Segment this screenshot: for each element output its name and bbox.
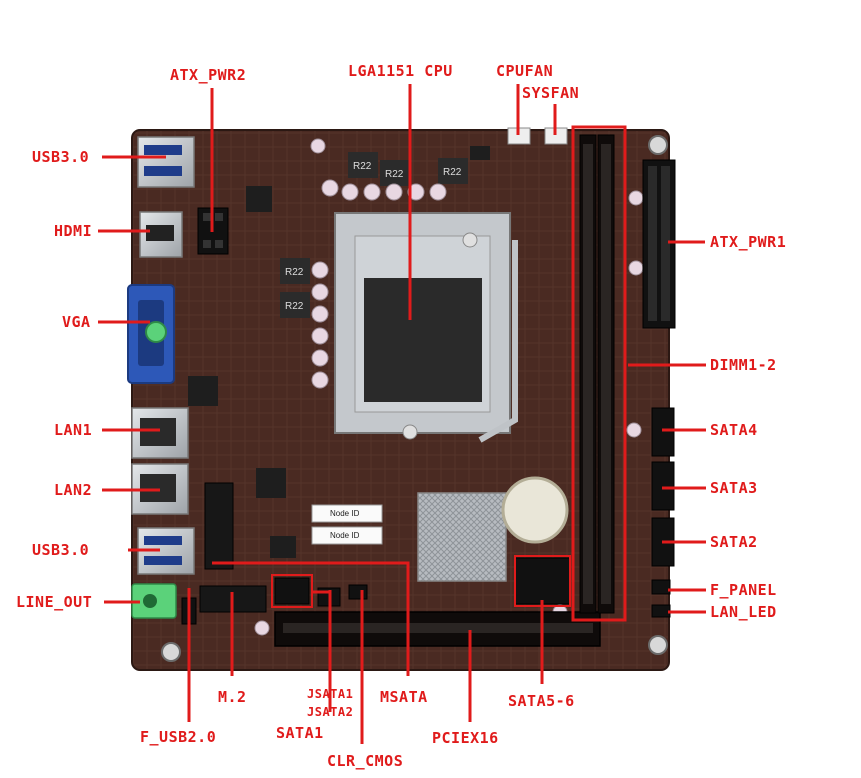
sata4-connector xyxy=(651,407,675,457)
label-sata2: SATA2 xyxy=(710,533,758,551)
label-sata4: SATA4 xyxy=(710,421,758,439)
cmos-battery xyxy=(501,476,569,544)
label-f-usb20: F_USB2.0 xyxy=(140,728,217,746)
choke-label: R22 xyxy=(353,161,372,172)
misc-chips xyxy=(188,146,490,558)
lan-led-header xyxy=(651,604,671,618)
label-dimm1-2: DIMM1-2 xyxy=(710,356,777,374)
msata-slot xyxy=(204,482,234,570)
sata3-connector xyxy=(651,461,675,511)
label-atx-pwr1: ATX_PWR1 xyxy=(710,233,787,251)
lan2-port xyxy=(131,463,189,515)
label-lan-led: LAN_LED xyxy=(710,603,777,621)
label-usb30-bottom: USB3.0 xyxy=(32,541,90,559)
jsata-jumpers xyxy=(274,577,310,605)
label-pciex16: PCIEX16 xyxy=(432,729,499,747)
vga-port xyxy=(127,284,175,384)
vrm-chokes xyxy=(280,152,468,318)
choke-label: R22 xyxy=(285,267,304,278)
clr-cmos-jumper xyxy=(348,584,368,600)
lan1-port xyxy=(131,407,189,459)
chipset-heatsink xyxy=(417,492,507,582)
sata5-6-connector xyxy=(514,557,571,605)
capacitors xyxy=(254,138,644,636)
mount-hole xyxy=(648,635,668,655)
label-atx-pwr2: ATX_PWR2 xyxy=(170,66,247,84)
label-msata: MSATA xyxy=(380,688,428,706)
node-id-stickers xyxy=(311,504,383,545)
label-line-out: LINE_OUT xyxy=(16,593,93,611)
label-f-panel: F_PANEL xyxy=(710,581,777,599)
cpu-socket xyxy=(334,212,518,443)
label-m2: M.2 xyxy=(218,688,247,706)
label-lan2: LAN2 xyxy=(54,481,93,499)
label-sata5-6: SATA5-6 xyxy=(508,692,575,710)
mount-hole xyxy=(161,642,181,662)
node-id-label: Node ID xyxy=(330,509,360,518)
dimm-slots xyxy=(579,134,615,614)
atx-pwr1-connector xyxy=(642,159,676,329)
hdmi-port xyxy=(139,211,183,258)
choke-label: R22 xyxy=(443,167,462,178)
node-id-label: Node ID xyxy=(330,531,360,540)
label-hdmi: HDMI xyxy=(54,222,93,240)
label-sysfan: SYSFAN xyxy=(522,84,580,102)
label-jsata1: JSATA1 xyxy=(307,687,354,701)
label-lan1: LAN1 xyxy=(54,421,93,439)
choke-label: R22 xyxy=(285,301,304,312)
label-vga: VGA xyxy=(62,313,91,331)
label-cpufan: CPUFAN xyxy=(496,62,554,80)
choke-label: R22 xyxy=(385,169,404,180)
label-sata3: SATA3 xyxy=(710,479,758,497)
label-usb30-top: USB3.0 xyxy=(32,148,90,166)
usb30-top-port xyxy=(137,136,195,188)
label-jsata2: JSATA2 xyxy=(307,705,354,719)
mount-hole xyxy=(648,135,668,155)
label-sata1: SATA1 xyxy=(276,724,324,742)
label-lga1151-cpu: LGA1151 CPU xyxy=(348,62,453,80)
label-clr-cmos: CLR_CMOS xyxy=(327,752,404,770)
pciex16-slot xyxy=(274,611,601,647)
f-panel-header xyxy=(651,579,671,595)
leader-lines xyxy=(98,84,706,744)
dimm-highlight-box xyxy=(571,125,627,622)
